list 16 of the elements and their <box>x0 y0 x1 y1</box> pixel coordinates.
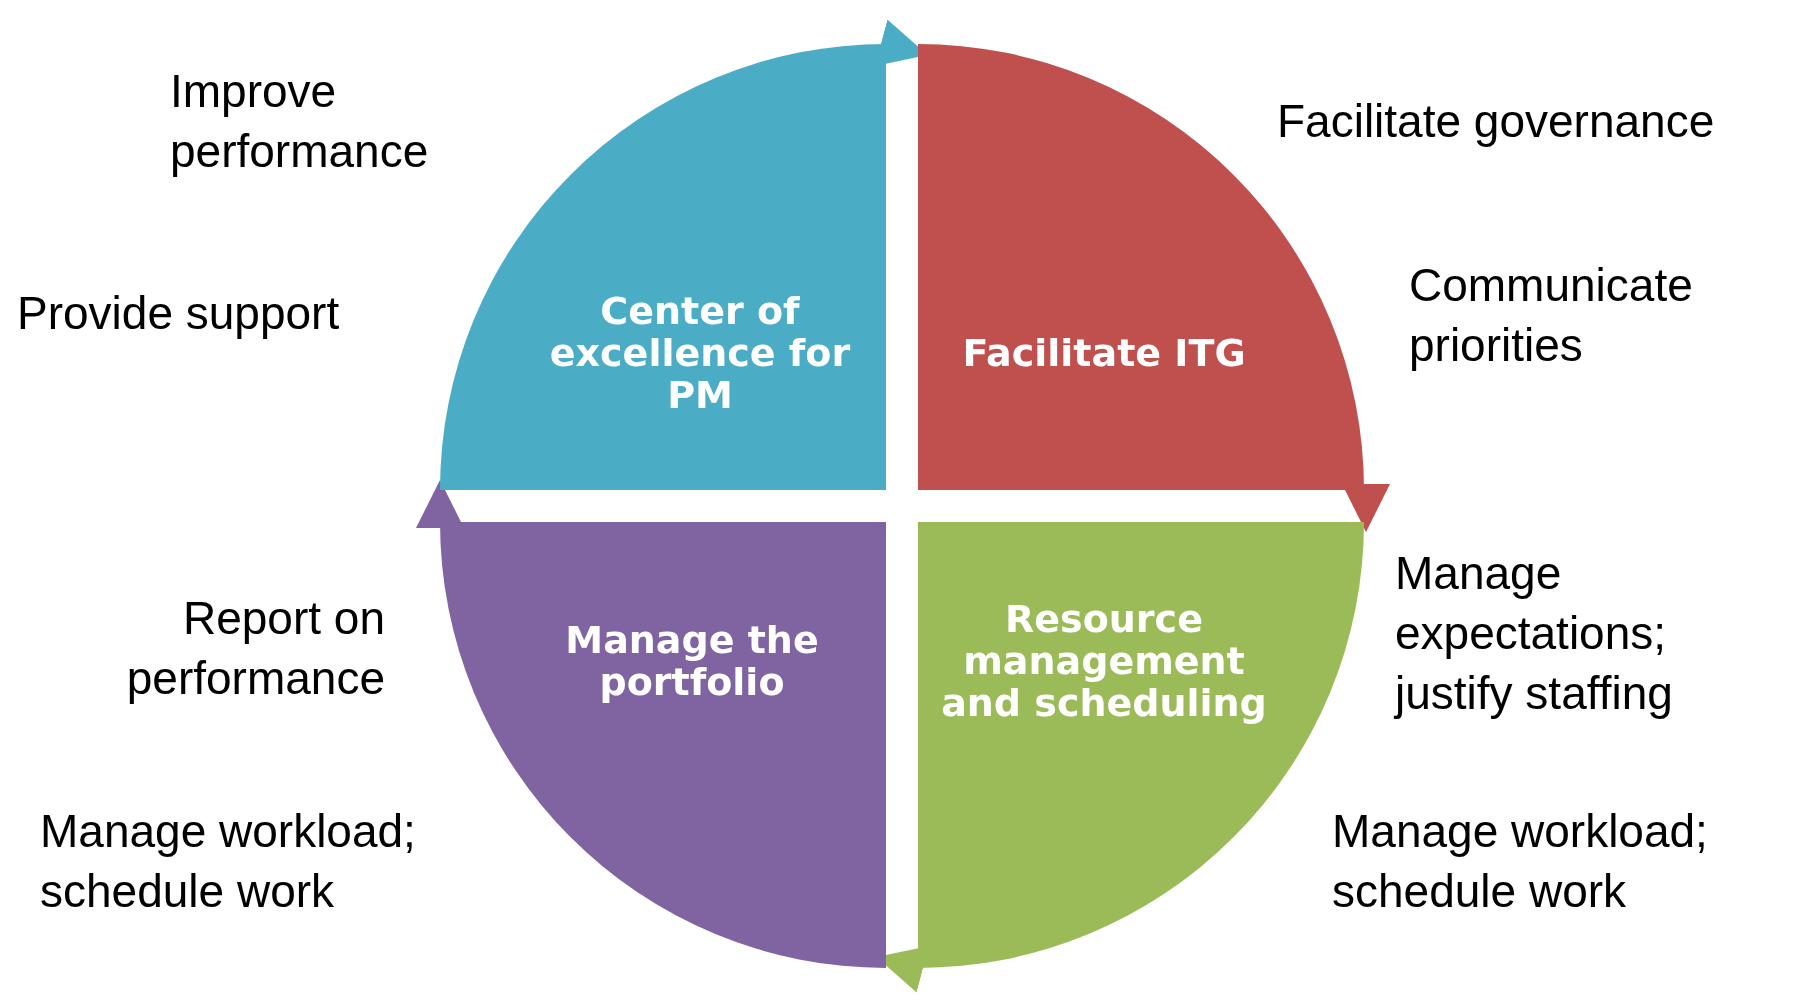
quadrant-title: Center of excellence for PM <box>548 291 852 417</box>
arrow <box>416 480 464 528</box>
side-text: Report on performance <box>125 591 385 706</box>
quadrant-title: Facilitate ITG <box>961 333 1247 375</box>
quadrant-title: Manage the portfolio <box>564 620 820 704</box>
side-text: Manage workload; schedule work <box>1332 804 1709 919</box>
side-text: Communicate priorities <box>1409 258 1694 373</box>
side-text: Provide support <box>17 286 341 341</box>
side-text: Manage expectations; justify staffing <box>1395 546 1674 721</box>
quadrant-shape <box>440 44 886 490</box>
side-text: Facilitate governance <box>1277 94 1716 149</box>
quadrant-title: Resource management and scheduling <box>940 599 1268 725</box>
quadrant-shape <box>440 522 886 968</box>
side-text: Improve performance <box>170 64 430 179</box>
side-text: Manage workload; schedule work <box>40 804 417 919</box>
arrow <box>1342 484 1390 532</box>
